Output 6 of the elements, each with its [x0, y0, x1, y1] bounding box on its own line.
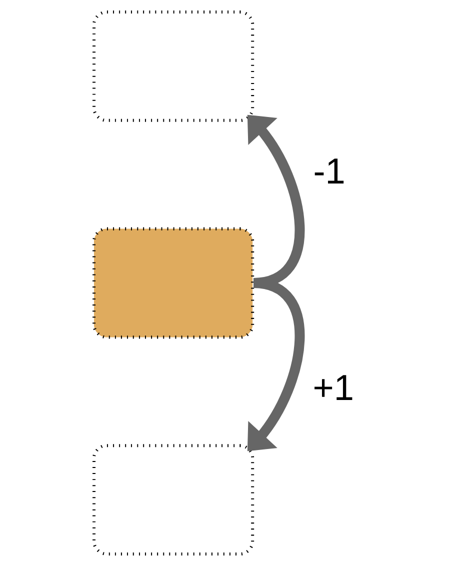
- node-box: [92, 10, 254, 122]
- node-box: [92, 227, 254, 339]
- arrow: [247, 278, 305, 452]
- node-box: [92, 444, 254, 556]
- edge-label: +1: [312, 367, 354, 408]
- edge-label: -1: [313, 150, 346, 192]
